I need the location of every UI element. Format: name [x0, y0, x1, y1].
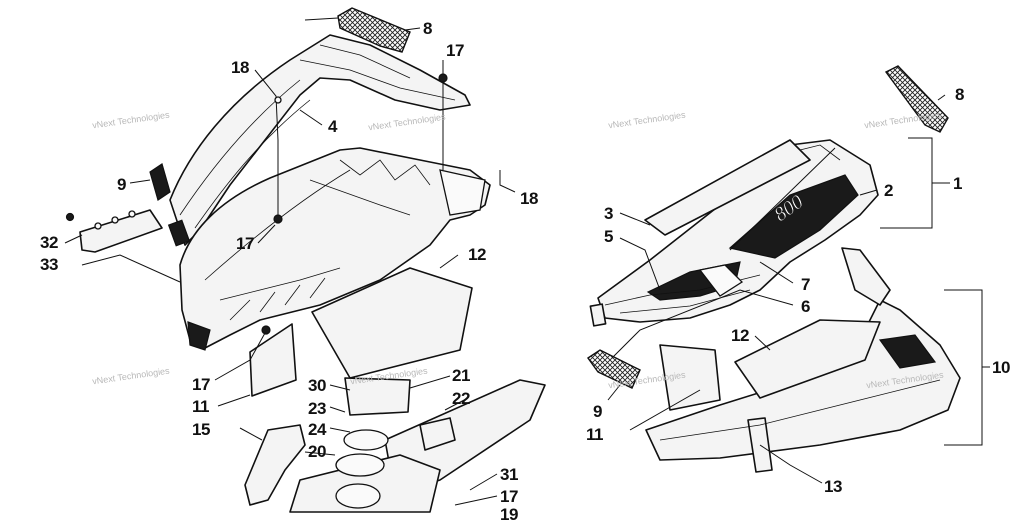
callout-24: 24: [308, 420, 326, 439]
diagram-drawing: 800: [64, 7, 990, 513]
bracket-lines-right: [880, 137, 990, 446]
callout-8: 8: [423, 19, 432, 38]
callout-18: 18: [231, 58, 249, 77]
callout-17: 17: [500, 487, 518, 506]
callout-1: 1: [953, 174, 962, 193]
vent-part-9: [149, 163, 171, 201]
callout-20: 20: [308, 442, 326, 461]
callout-4: 4: [328, 117, 337, 136]
callout-12: 12: [468, 245, 486, 264]
callout-10: 10: [992, 358, 1010, 377]
callout-2: 2: [884, 181, 893, 200]
foam-panel-part-12: [311, 267, 473, 379]
callout-22: 22: [452, 389, 470, 408]
vent-mesh-part-8-right: [884, 65, 949, 133]
upper-hood-part-4: [167, 34, 471, 247]
callout-3: 3: [604, 204, 613, 223]
leader-lines-right: [607, 94, 946, 484]
callout-9: 9: [117, 175, 126, 194]
leader-lines-left: [64, 17, 516, 506]
callout-7: 7: [801, 275, 810, 294]
bracket-part-33: [65, 209, 163, 253]
callout-33: 33: [40, 255, 58, 274]
lower-panel-parts: [289, 377, 546, 513]
callout-5: 5: [604, 227, 613, 246]
callout-9: 9: [593, 402, 602, 421]
callout-13: 13: [824, 477, 842, 496]
callout-11: 11: [586, 425, 603, 444]
callout-23: 23: [308, 399, 326, 418]
callout-11: 11: [192, 397, 209, 416]
side-trim-part-15: [244, 424, 306, 506]
parts-diagram: 800 vNext Technologies vNext Technologie…: [40, 7, 1011, 523]
foam-panel-part-12-right: [734, 319, 881, 399]
callout-19: 19: [500, 505, 518, 524]
foam-strip-part-3: [644, 139, 811, 236]
callout-17: 17: [446, 41, 464, 60]
callout-17: 17: [192, 375, 210, 394]
callout-17: 17: [236, 234, 254, 253]
panel-part-11: [249, 323, 297, 397]
callout-6: 6: [801, 297, 810, 316]
callout-31: 31: [500, 465, 518, 484]
callout-30: 30: [308, 376, 326, 395]
side-panel-part-2: [589, 139, 879, 327]
callout-12: 12: [731, 326, 749, 345]
callout-21: 21: [452, 366, 470, 385]
panel-part-11-right: [659, 344, 721, 411]
vent-mesh-part-8: [337, 7, 411, 53]
callout-15: 15: [192, 420, 210, 439]
callout-8: 8: [955, 85, 964, 104]
callout-32: 32: [40, 233, 58, 252]
callout-18: 18: [520, 189, 538, 208]
vent-mesh-part-9-right: [587, 349, 641, 389]
